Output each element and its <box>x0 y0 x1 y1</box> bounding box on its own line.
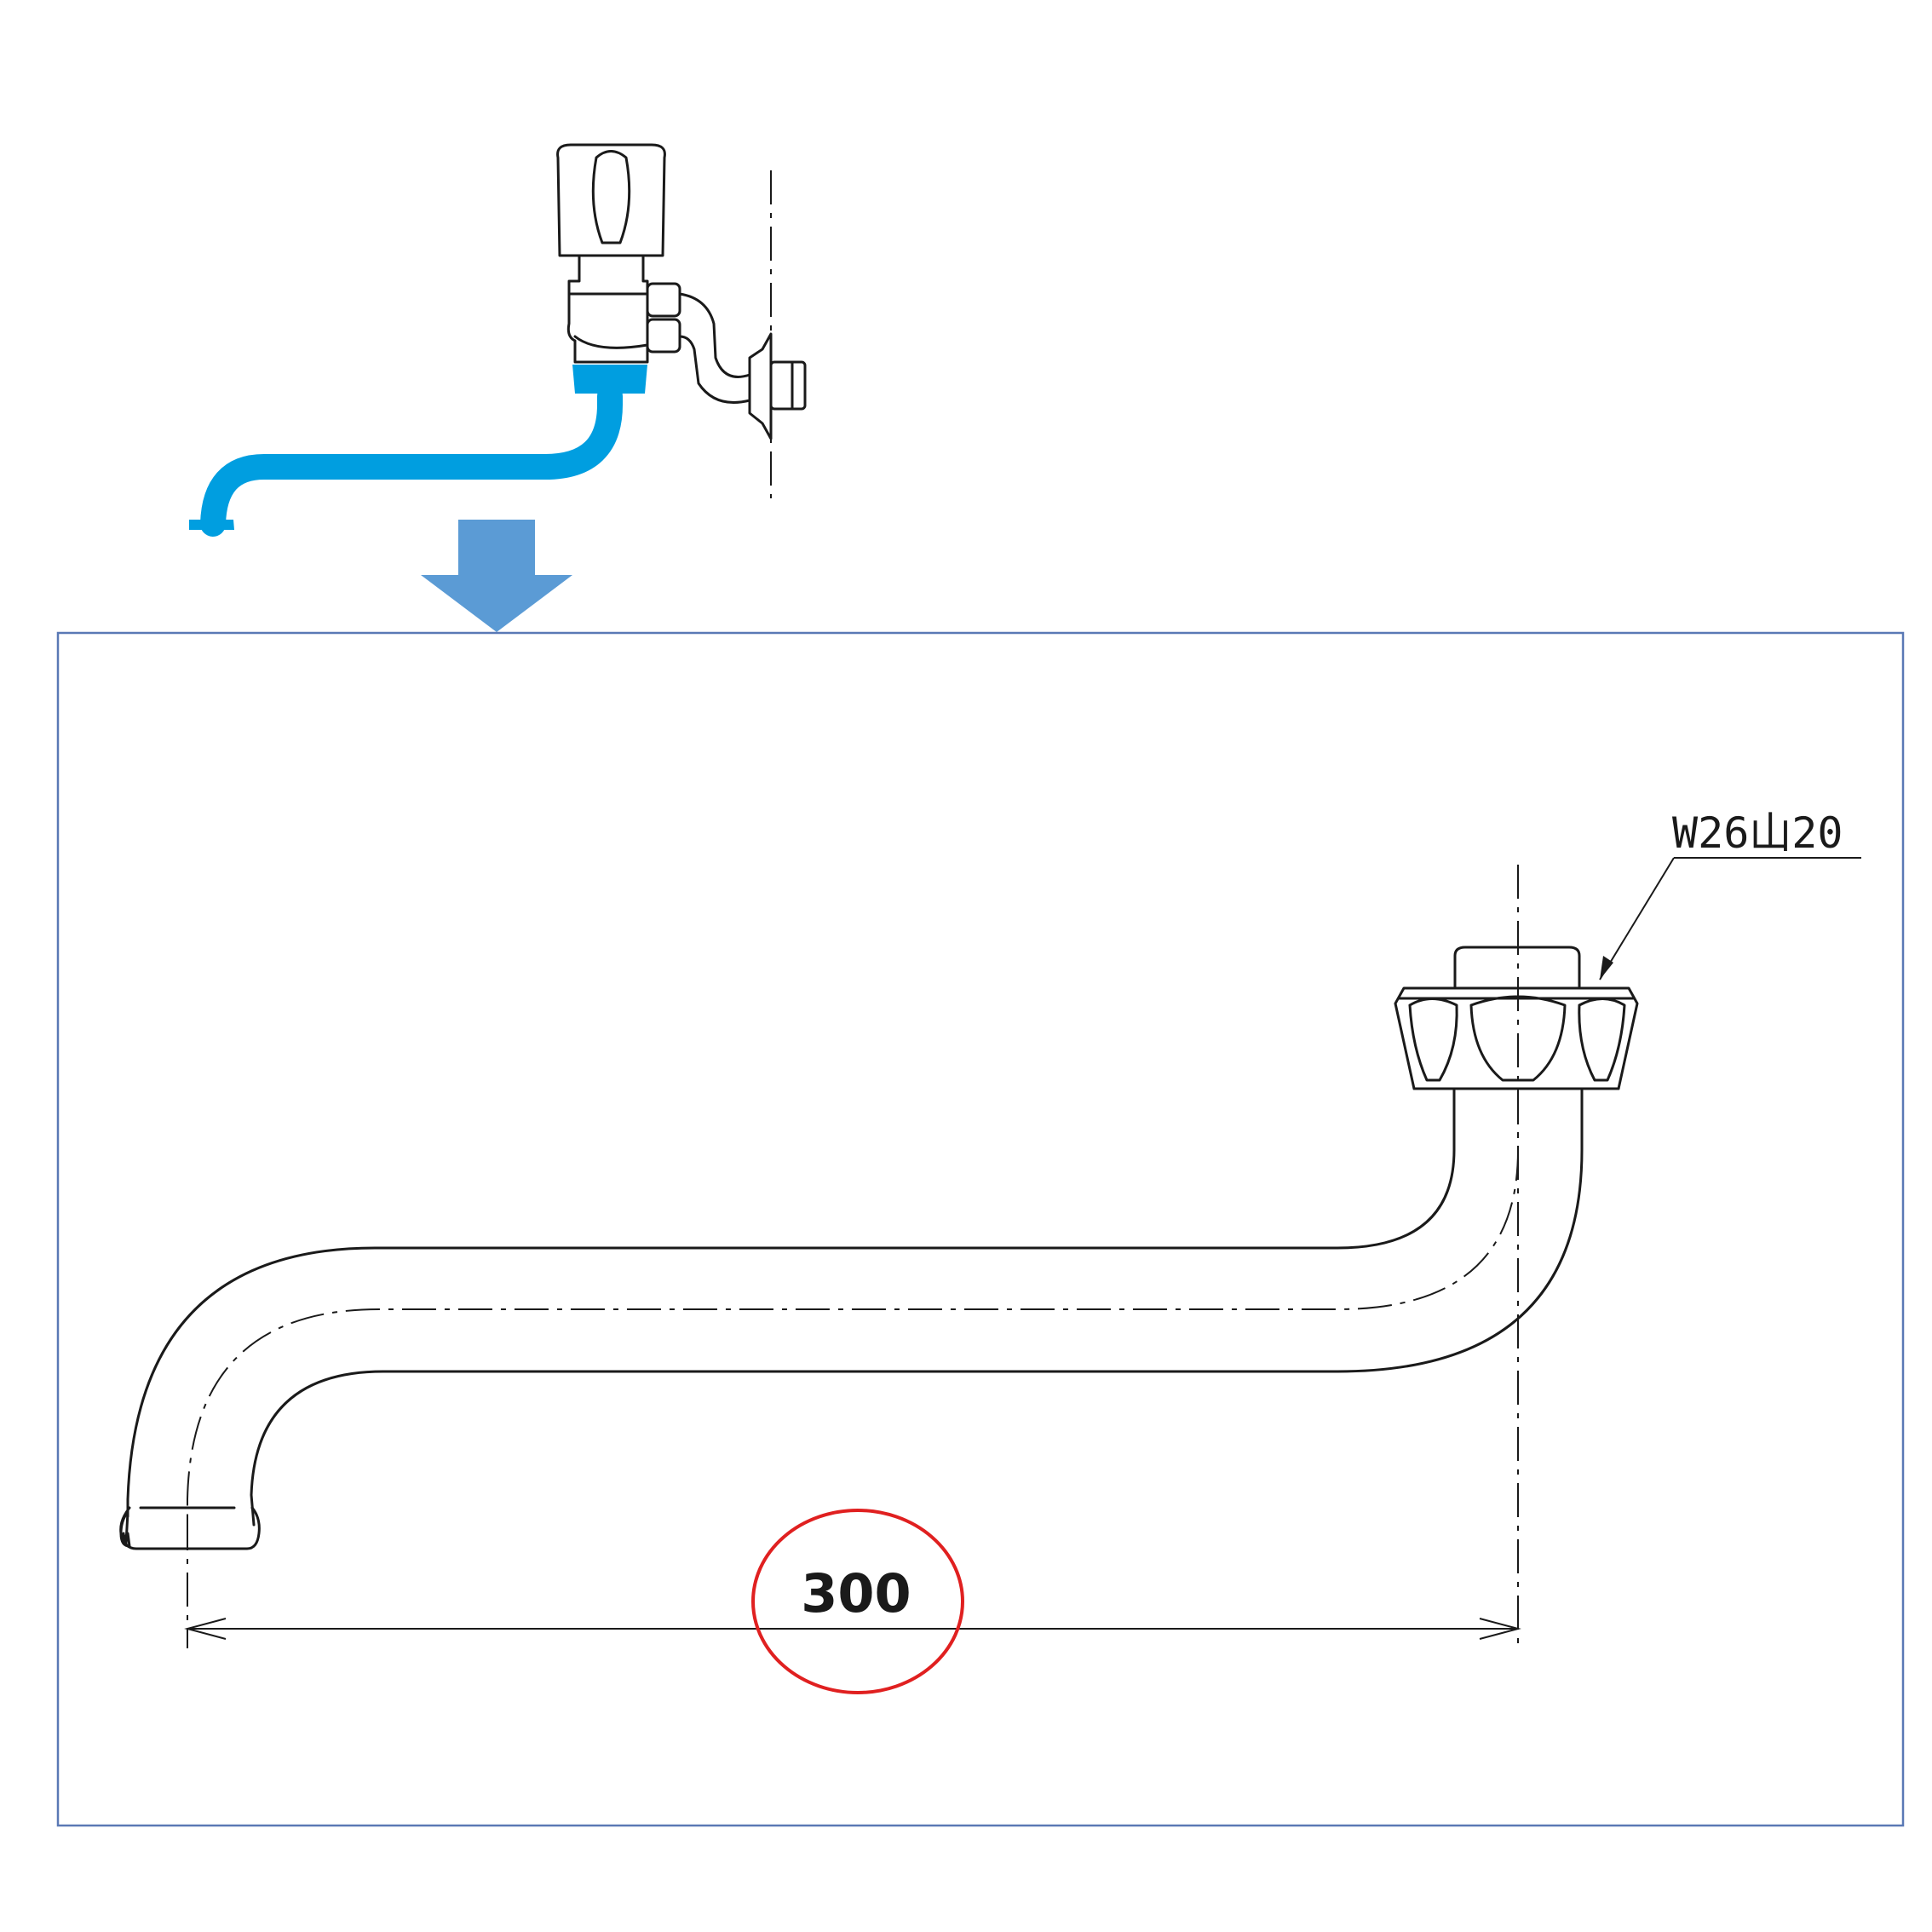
leader-arrowhead <box>1600 956 1613 980</box>
union-nut-lower <box>646 318 681 354</box>
faucet-overview <box>189 143 807 537</box>
nut-cap <box>1453 946 1581 988</box>
supply-elbow <box>678 292 751 404</box>
dimension-arrow-left <box>184 1618 227 1640</box>
wall-fitting <box>769 360 807 411</box>
spout-outer <box>250 1089 1584 1527</box>
hex-nut <box>1394 986 1639 1090</box>
spout-detail: W26山20 300 <box>119 808 1861 1694</box>
spout-inner <box>126 1089 1456 1518</box>
dimension-arrow-right <box>1479 1618 1521 1640</box>
wall-flange <box>748 332 773 440</box>
spout-nut-highlight <box>572 365 647 394</box>
dimension-highlight-circle <box>751 1509 964 1694</box>
thread-spec-label: W26山20 <box>1672 808 1843 858</box>
spout-tip-highlight <box>189 520 234 530</box>
down-arrow-icon <box>421 520 572 632</box>
spout-tip-outline <box>119 1506 261 1550</box>
handle-groove <box>591 150 631 244</box>
spout-centerline <box>187 1090 1519 1550</box>
spout-highlight <box>200 383 623 537</box>
faucet-handle <box>556 143 666 257</box>
length-dimension-value: 300 <box>801 1562 911 1624</box>
detail-frame <box>56 631 1905 1827</box>
union-nut-upper <box>646 282 681 318</box>
